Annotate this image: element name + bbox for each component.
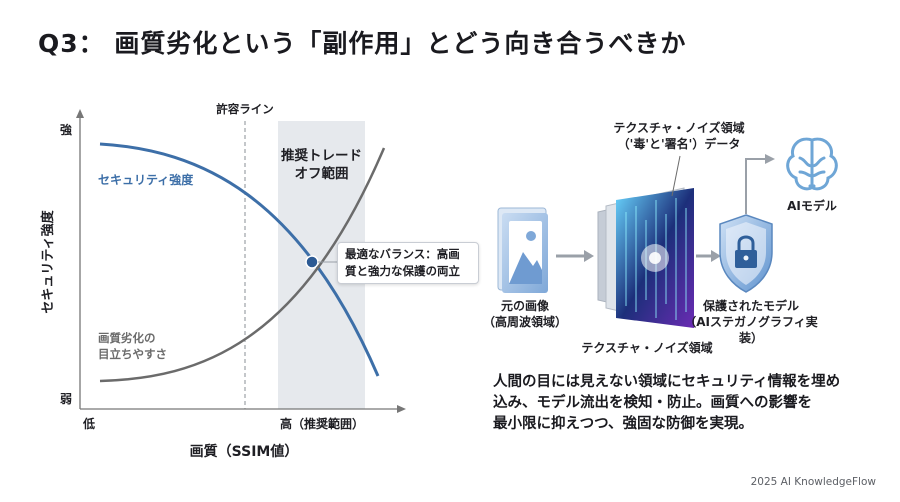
y-tick-high: 強 [60, 122, 72, 137]
x-axis-title: 画質（SSIM値） [190, 443, 299, 460]
description-text: 人間の目には見えない領域にセキュリティ情報を埋め 込み、モデル流出を検知・防止。… [493, 374, 841, 433]
page-title: Q3： 画質劣化という「副作用」とどう向き合うべきか [38, 29, 687, 58]
image-icon [497, 207, 548, 293]
security-strength-curve [99, 142, 380, 377]
texture-noise-icon [597, 187, 694, 328]
top-noise-label: テクスチャ・ノイズ領域 （'毒'と'署名'）データ [613, 121, 745, 152]
brain-icon [786, 137, 838, 191]
optimal-balance-callout: 最適なバランス：高画 質と強力な保護の両立 [337, 242, 479, 284]
label-connector [671, 155, 681, 197]
threshold-label: 許容ライン [216, 102, 274, 116]
x-tick-high: 高（推奨範囲） [280, 416, 364, 431]
series-security-label: セキュリティ強度 [98, 173, 194, 187]
texture-noise-label: テクスチャ・ノイズ領域 [581, 341, 713, 355]
x-axis-arrow [397, 405, 406, 413]
x-tick-low: 低 [82, 416, 95, 431]
region-label: 推奨トレード オフ範囲 [281, 148, 362, 183]
degradation-visibility-curve [99, 147, 386, 383]
original-image-label: 元の画像 （高周波領域） [482, 299, 567, 330]
series-degradation-label: 画質劣化の 目立ちやすさ [98, 331, 167, 361]
y-axis-arrow [76, 109, 84, 118]
y-tick-low: 弱 [60, 391, 72, 406]
arrow-to-ai [745, 158, 765, 214]
protected-model-label: 保護されたモデル （AIステガノグラフィ実装） [684, 299, 818, 346]
shield-lock-icon [719, 214, 773, 293]
ai-model-label: AIモデル [787, 199, 837, 213]
y-axis-title: セキュリティ強度 [40, 209, 56, 313]
footer-credit: 2025 AI KnowledgeFlow [750, 476, 876, 488]
